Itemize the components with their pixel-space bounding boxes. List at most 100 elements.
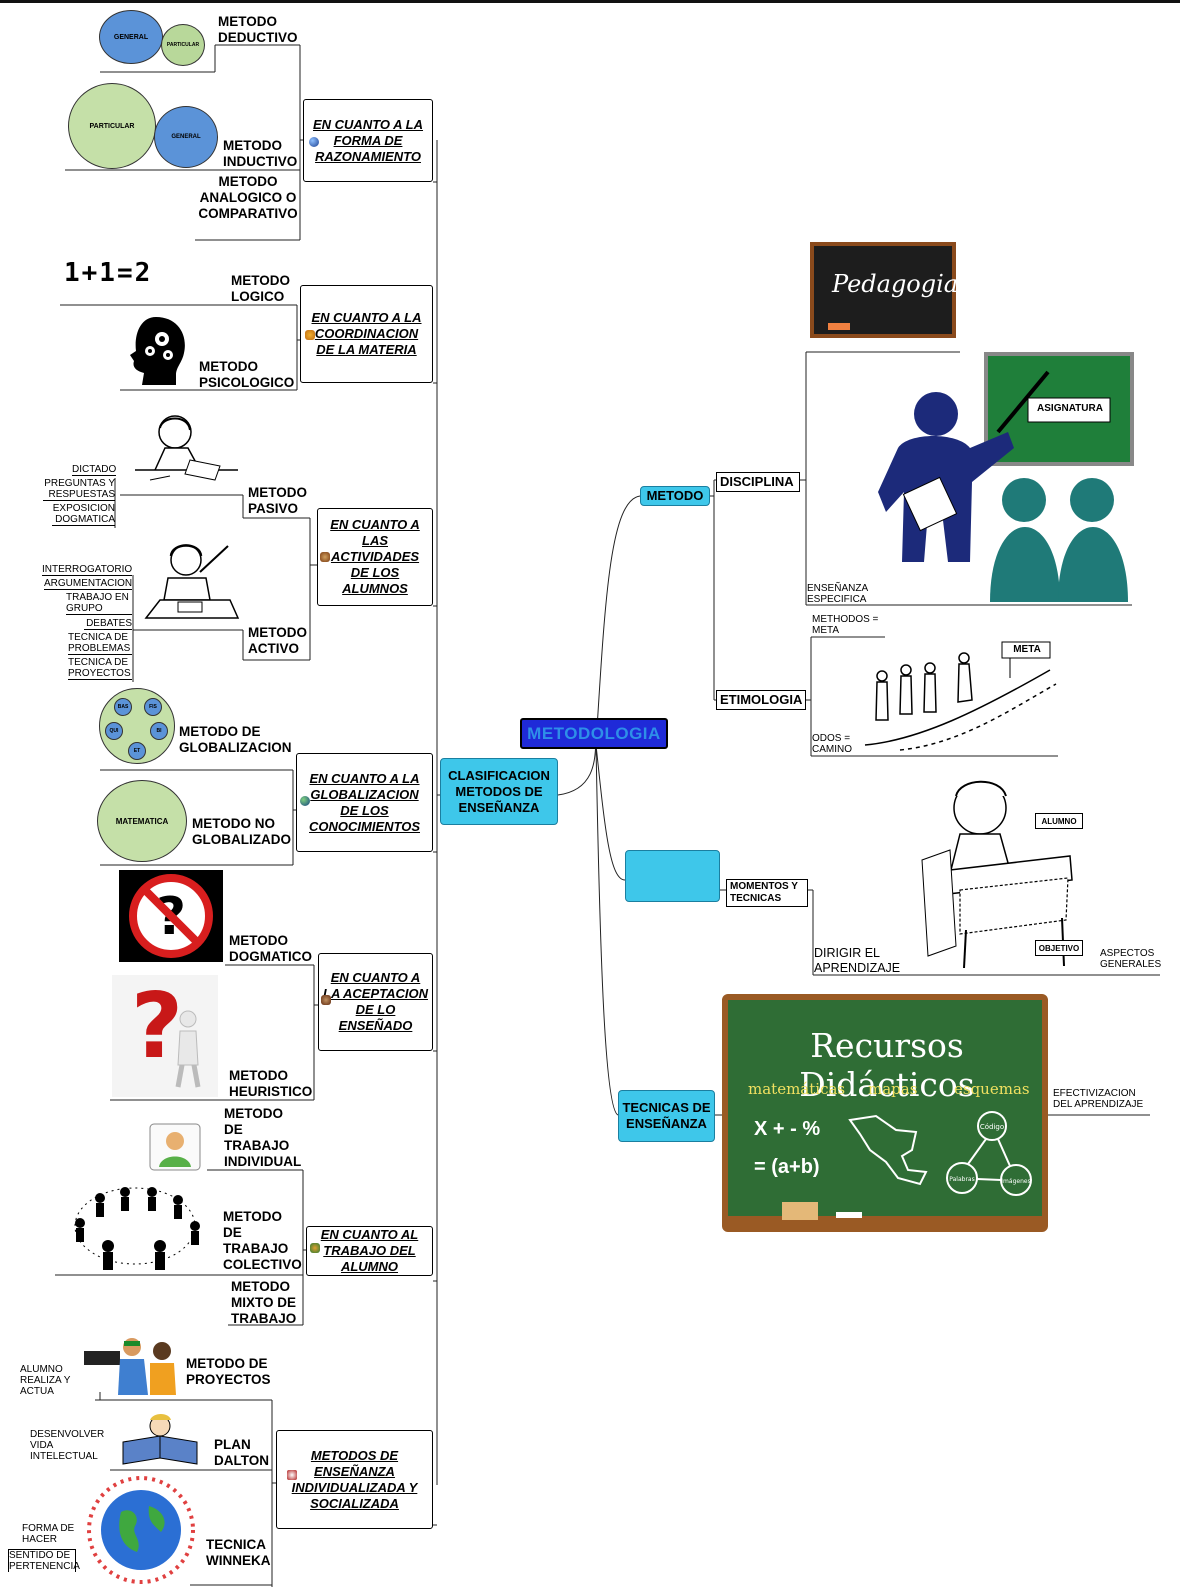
people-small-icon [321, 995, 331, 1005]
recursos-formula-1: X + - % [754, 1118, 821, 1140]
subject-bubble-bas: BAS [114, 698, 132, 716]
metodo-activo[interactable]: METODO ACTIVO [248, 625, 308, 656]
codigo-node-label: Código [980, 1123, 1004, 1131]
globe-people-icon [87, 1476, 195, 1584]
matematica-bubble: MATEMATICA [97, 780, 187, 862]
metodo-heuristico[interactable]: METODO HEURISTICO [229, 1068, 313, 1099]
objetivo-tag: OBJETIVO [1035, 940, 1083, 956]
recursos-sub-mapas: mapas [868, 1080, 918, 1098]
mexico-map-icon [848, 1114, 928, 1186]
metodo-deductivo[interactable]: METODO DEDUCTIVO [218, 14, 298, 45]
chalk-piece [828, 323, 850, 330]
activo-item-trabajo-grupo: TRABAJO EN GRUPO [66, 592, 132, 615]
category-individualizada-socializada[interactable]: METODOS DE ENSEÑANZA INDIVIDUALIZADA Y S… [276, 1430, 433, 1529]
metodo-proyectos[interactable]: METODO DE PROYECTOS [186, 1356, 271, 1387]
metodo-mixto-trabajo[interactable]: METODO MIXTO DE TRABAJO [231, 1279, 297, 1326]
dalton-note: DESENVOLVER VIDA INTELECTUAL [30, 1429, 105, 1462]
alumno-tag: ALUMNO [1035, 813, 1083, 829]
metodologia-root[interactable]: METODOLOGIA [520, 718, 668, 749]
chalkboard-ledge [728, 1216, 1042, 1226]
walking-people-illustration [864, 641, 1057, 751]
eraser [782, 1202, 818, 1220]
user-icon [149, 1123, 201, 1171]
teacher-illustration [878, 352, 1134, 602]
reading-child-icon [122, 1414, 198, 1465]
clasificacion-metodos-node[interactable]: CLASIFICACION METODOS DE ENSEÑANZA [440, 758, 558, 825]
top-border [0, 0, 1180, 3]
metodo-analogico[interactable]: METODO ANALOGICO O COMPARATIVO [198, 174, 298, 221]
metodo-node[interactable]: METODO [640, 486, 710, 506]
etimologia-node[interactable]: ETIMOLOGIA [716, 690, 806, 710]
fis-label: FIS [149, 704, 157, 710]
pasivo-item-exposicion: EXPOSICION DOGMATICA [52, 503, 115, 526]
figure-small-icon [310, 1243, 320, 1253]
winneka-note-pertenencia: SENTIDO DE PERTENENCIA [8, 1549, 80, 1572]
schema-diagram-icon: Código Palabras Imágenes [946, 1111, 1032, 1196]
category-forma-razonamiento[interactable]: EN CUANTO A LA FORMA DE RAZONAMIENTO [303, 99, 433, 182]
imagenes-node-label: Imágenes [1001, 1178, 1030, 1185]
metodo-psicologico[interactable]: METODO PSICOLOGICO [199, 359, 295, 390]
no-question-icon: ? [119, 870, 223, 962]
et-label: ET [133, 748, 141, 754]
general2-label: GENERAL [171, 134, 201, 140]
pedagogia-text: Pedagogia [832, 270, 959, 298]
metodo-inductivo[interactable]: METODO INDUCTIVO [223, 138, 298, 169]
palabras-node-label: Palabras [949, 1176, 974, 1183]
metodo-trabajo-colectivo[interactable]: METODO DE TRABAJO COLECTIVO [223, 1209, 302, 1272]
tecnicas-ensenanza-node[interactable]: TECNICAS DE ENSEÑANZA [618, 1090, 715, 1142]
question-figure-icon: ? [112, 975, 218, 1097]
qui-label: QUI [109, 728, 119, 734]
recursos-sub-esquemas: esquemas [954, 1080, 1030, 1098]
subject-bubble-bi: BI [150, 722, 168, 740]
particular-small-label: PARTICULAR [166, 42, 200, 48]
particular-bubble: PARTICULAR [68, 83, 156, 169]
person-small-icon [320, 552, 330, 562]
subject-bubble-qui: QUI [105, 722, 123, 740]
metodo-dogmatico[interactable]: METODO DOGMATICO [229, 933, 312, 964]
pedagogia-chalkboard: Pedagogia [810, 242, 959, 338]
recursos-sub-matematicas: matemáticas [748, 1080, 846, 1098]
asignatura-label: ASIGNATURA [1037, 403, 1103, 414]
arrows-small-icon [287, 1470, 297, 1480]
momentos-tecnicas-node[interactable]: MOMENTOS Y TECNICAS [726, 879, 808, 907]
metodo-logico[interactable]: METODO LOGICO [231, 273, 291, 304]
recursos-formula-2: = (a+b) [754, 1156, 820, 1178]
ensenanza-especifica-label: ENSEÑANZA ESPECIFICA [807, 583, 868, 605]
category-aceptacion-ensenado[interactable]: EN CUANTO A LA ACEPTACION DE LO ENSEÑADO [318, 953, 433, 1051]
category-trabajo-alumno[interactable]: EN CUANTO AL TRABAJO DEL ALUMNO [306, 1226, 433, 1276]
category-coordinacion-materia[interactable]: EN CUANTO A LA COORDINACION DE LA MATERI… [300, 285, 433, 383]
earth-small-icon [300, 796, 310, 806]
matematica-label: MATEMATICA [115, 816, 169, 826]
recursos-title: Recursos Didácticos [799, 1026, 975, 1104]
bas-label: BAS [117, 704, 129, 710]
puzzle-small-icon [305, 330, 315, 340]
general-bubble-2: GENERAL [154, 106, 218, 168]
disciplina-node[interactable]: DISCIPLINA [716, 472, 800, 492]
activo-item-interrogatorio: INTERROGATORIO [42, 564, 133, 576]
metodos-ensenanza-node[interactable] [625, 850, 720, 902]
metodo-pasivo[interactable]: METODO PASIVO [248, 485, 308, 516]
camera-kids-icon [84, 1338, 176, 1395]
bi-label: BI [156, 728, 162, 734]
metodo-globalizacion[interactable]: METODO DE GLOBALIZACION [179, 724, 292, 755]
odos-camino-label: ODOS = CAMINO [812, 733, 852, 755]
subject-bubble-fis: FIS [144, 698, 162, 716]
activo-item-debates: DEBATES [84, 618, 132, 630]
methodos-meta-label: METHODOS = META [812, 614, 879, 636]
metodo-no-globalizado[interactable]: METODO NO GLOBALIZADO [192, 816, 291, 847]
meta-sign-label: META [1013, 644, 1041, 655]
subject-bubble-et: ET [128, 742, 146, 760]
equation-image: 1+1=2 [64, 258, 153, 288]
activo-item-tecnica-proyectos: TECNICA DE PROYECTOS [68, 657, 132, 680]
plan-dalton[interactable]: PLAN DALTON [214, 1437, 269, 1468]
pasivo-item-preguntas: PREGUNTAS Y RESPUESTAS [43, 478, 115, 501]
tecnica-winneka[interactable]: TECNICA WINNEKA [206, 1537, 271, 1568]
general-bubble: GENERAL [99, 10, 163, 64]
winneka-note-forma: FORMA DE HACER [22, 1523, 75, 1545]
category-actividades-alumnos[interactable]: EN CUANTO A LAS ACTIVIDADES DE LOS ALUMN… [317, 508, 433, 606]
student-writing-icon [135, 415, 238, 481]
student-desk-illustration [921, 780, 1073, 969]
aspectos-generales-label: ASPECTOS GENERALES [1100, 948, 1162, 970]
category-globalizacion-conocimientos[interactable]: EN CUANTO A LA GLOBALIZACION DE LOS CONO… [296, 753, 433, 852]
metodo-trabajo-individual[interactable]: METODO DE TRABAJO INDIVIDUAL [224, 1106, 302, 1169]
